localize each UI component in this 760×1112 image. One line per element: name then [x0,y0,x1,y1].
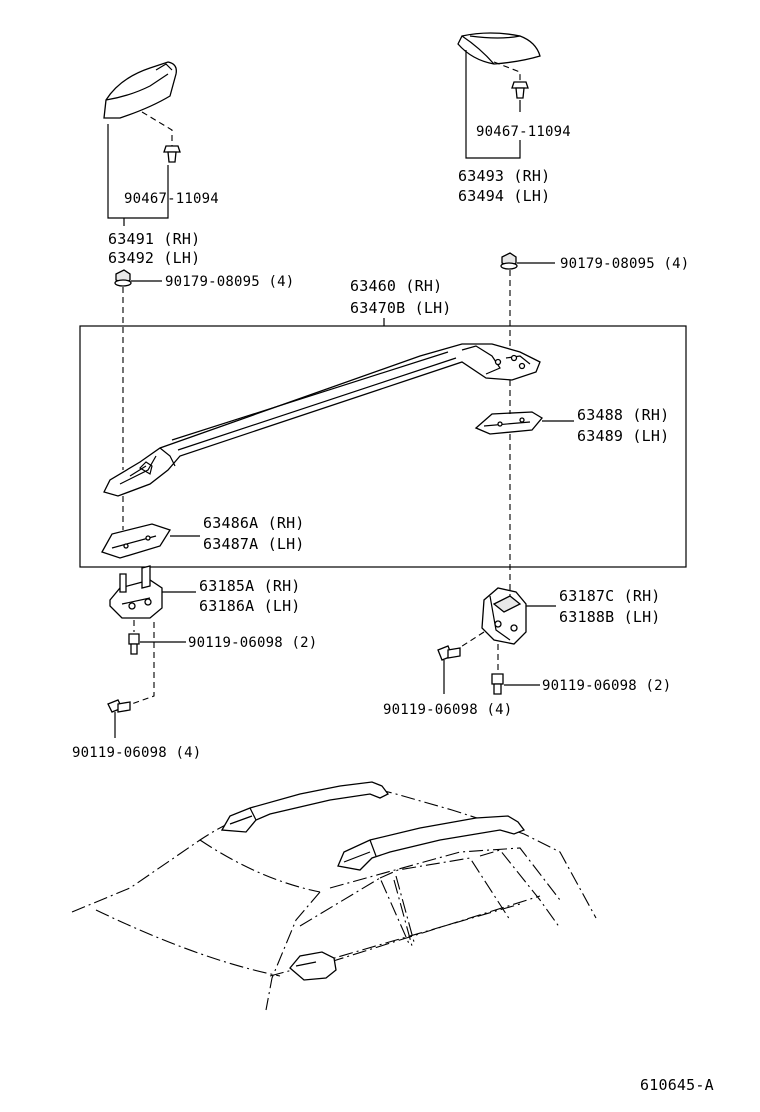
label-bracket-front-lh: 63186A (LH) [199,597,301,615]
label-cover-left-rh: 63491 (RH) [108,230,200,248]
bolt-rear-right-icon [491,673,504,695]
label-clip-right: 90467-11094 [476,124,571,140]
label-bracket-rear-lh: 63188B (LH) [559,608,661,626]
vehicle-roof-rail-front [220,781,389,833]
pad-rear [474,411,543,435]
dash-front-bolt-2 [125,622,155,707]
bracket-cover-left [107,124,169,219]
nut-left-icon [114,269,132,287]
rail-assembly-frame [79,325,687,568]
label-cover-left-lh: 63492 (LH) [108,249,200,267]
label-clip-left: 90467-11094 [124,191,219,207]
leader-clip-right [493,61,521,82]
bracket-rear [481,587,527,645]
end-cover-left [103,61,177,119]
label-nut-right: 90179-08095 (4) [560,256,689,272]
label-bracket-rear-rh: 63187C (RH) [559,587,661,605]
label-pad-rear-lh: 63489 (LH) [577,427,669,445]
label-pad-front-rh: 63486A (RH) [203,514,305,532]
bracket-cover-right [465,50,521,159]
dash-rear-bolt-left [455,631,485,651]
label-rail-rh: 63460 (RH) [350,277,442,295]
label-bracket-front-rh: 63185A (RH) [199,577,301,595]
label-nut-left: 90179-08095 (4) [165,274,294,290]
bolt-front-lower-icon [107,699,131,713]
bolt-front-upper-icon [128,633,140,655]
label-cover-right-lh: 63494 (LH) [458,187,550,205]
label-pad-front-lh: 63487A (LH) [203,535,305,553]
nut-right-icon [500,252,518,270]
bolt-rear-left-icon [437,645,461,661]
label-rail-lh: 63470B (LH) [350,299,452,317]
clip-left-icon [163,145,181,163]
label-bolt-rear-left: 90119-06098 (4) [383,702,512,718]
vehicle-mirror [289,951,337,981]
bracket-front [109,565,163,619]
vehicle-roof-rail-rear [337,815,526,871]
label-bolt-front-lower: 90119-06098 (4) [72,745,201,761]
clip-right-icon [511,81,529,99]
label-bolt-front-upper: 90119-06098 (2) [188,635,317,651]
diagram-id: 610645-A [640,1076,714,1094]
end-cover-right [457,32,541,65]
roof-rail [103,343,541,497]
label-pad-rear-rh: 63488 (RH) [577,406,669,424]
pad-front [101,523,171,559]
label-bolt-rear-right: 90119-06098 (2) [542,678,671,694]
leader-clip-left [141,111,173,146]
label-cover-right-rh: 63493 (RH) [458,167,550,185]
